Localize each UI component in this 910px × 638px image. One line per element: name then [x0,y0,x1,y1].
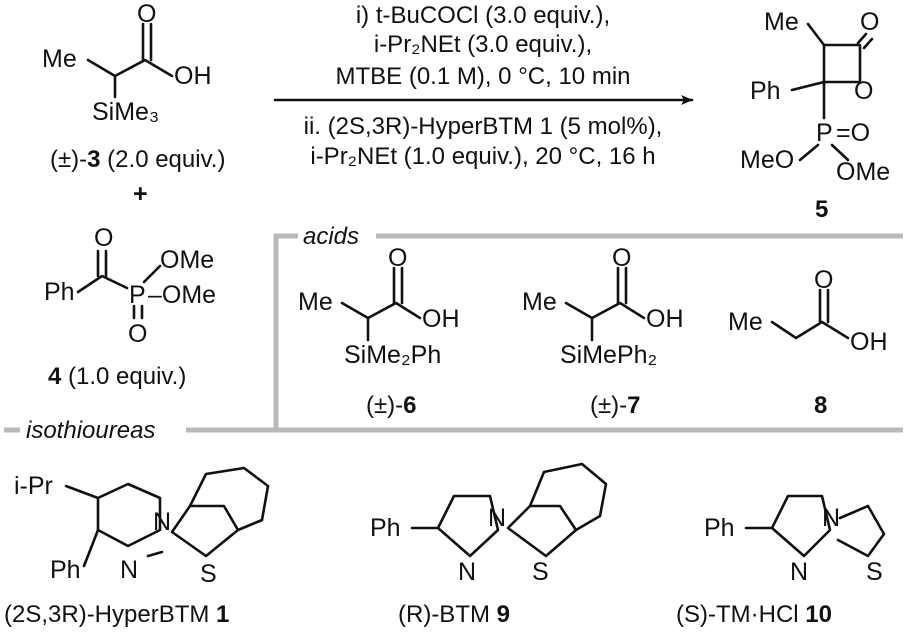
btm-n-imine: N [458,558,476,586]
acid-8-structure: Me O OH [728,266,888,356]
acid-7-o: O [612,244,631,272]
condition-1a: i) t-BuCOCl (3.0 equiv.), [356,2,610,29]
product-5-o-ring: O [854,77,873,105]
tm-hcl-s: S [866,558,883,586]
hyperbtm-ph: Ph [50,556,81,584]
reagent-3-structure: Me O OH SiMe₃ [42,0,212,126]
tm-hcl-n-imine: N [790,558,808,586]
reagent-4-label: 4 (1.0 equiv.) [48,363,186,390]
reagent-3-si: SiMe₃ [92,98,159,126]
condition-2a: ii. (2S,3R)-HyperBTM 1 (5 mol%), [304,113,663,140]
reagent-4-ome-right: –OMe [148,281,216,309]
acid-6-me: Me [298,288,333,316]
tm-hcl-n-ring: N [822,504,840,532]
btm-n-ring: N [488,504,506,532]
product-5-o-carbonyl: O [860,8,879,36]
acids-frame [273,233,903,428]
acid-6-oh: OH [422,305,460,333]
product-5-structure: Me O Ph O P =O MeO OMe [740,8,890,186]
condition-1b: i-Pr₂NEt (3.0 equiv.), [374,31,592,58]
reagent-3-o: O [137,0,156,28]
acid-7-oh: OH [646,305,684,333]
reagent-4-o-top: O [94,224,113,252]
hyperbtm-label: (2S,3R)-HyperBTM 1 [4,601,229,628]
product-5-p-o: =O [836,119,870,147]
hyperbtm-s: S [200,560,217,588]
product-5-label: 5 [815,196,828,223]
reagent-4-ph: Ph [44,278,75,306]
acid-6-o: O [388,244,407,272]
product-5-meo: MeO [740,146,794,174]
product-5-ph: Ph [750,77,781,105]
tm-hcl-ph: Ph [704,514,735,542]
hyperbtm-n-ring: N [153,508,171,536]
acid-6-si: SiMe₂Ph [344,341,441,369]
acid-7-me: Me [522,288,557,316]
product-5-p: P [816,119,833,147]
reagent-3-me: Me [42,45,77,73]
reagent-4-ome-top: OMe [160,246,214,274]
btm-structure: Ph N N S [370,462,608,586]
acid-8-o: O [814,266,833,294]
reagent-3-oh: OH [174,62,212,90]
acid-8-me: Me [728,308,763,336]
plus-sign: + [133,180,148,208]
acid-8-label: 8 [814,392,827,419]
condition-2b: i-Pr₂NEt (1.0 equiv.), 20 °C, 16 h [310,143,655,170]
acid-6-structure: Me O OH SiMe₂Ph [298,244,460,369]
tm-hcl-structure: Ph N N S [704,494,886,586]
btm-s: S [532,558,549,586]
product-5-me: Me [764,8,799,36]
acid-7-label: (±)-7 [590,392,641,419]
hyperbtm-n-imine: N [120,556,138,584]
btm-label: (R)-BTM 9 [398,601,510,628]
reagent-4-structure: O Ph P OMe –OMe O [44,224,216,348]
acid-8-oh: OH [850,328,888,356]
reagent-4-o-bottom: O [128,320,147,348]
btm-ph: Ph [370,514,401,542]
isothioureas-title: isothioureas [26,417,155,444]
reagent-3-label: (±)-3 (2.0 equiv.) [50,146,225,173]
product-5-ome: OMe [836,158,890,186]
acid-7-si: SiMePh₂ [560,341,657,369]
acid-7-structure: Me O OH SiMePh₂ [522,244,684,369]
hyperbtm-ipr: i-Pr [14,472,53,500]
acids-title: acids [303,223,359,250]
reagent-4-p: P [129,281,146,309]
tm-hcl-label: (S)-TM·HCl 10 [676,601,832,628]
condition-1c: MTBE (0.1 M), 0 °C, 10 min [336,63,631,90]
hyperbtm-structure: i-Pr Ph N N S [14,466,270,588]
acid-6-label: (±)-6 [366,392,417,419]
